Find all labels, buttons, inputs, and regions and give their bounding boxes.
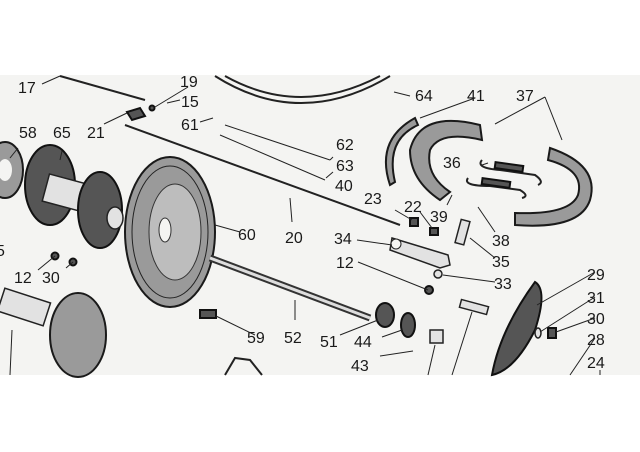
label-31: 31 (587, 290, 605, 307)
label-5: 5 (0, 243, 5, 260)
spoke-63 (219, 134, 326, 181)
label-62: 62 (336, 137, 354, 154)
spring-36-upper (479, 159, 542, 186)
part-23 (409, 217, 419, 227)
brake-shoe-41 (408, 119, 484, 202)
label-23: 23 (364, 191, 382, 208)
label-19: 19 (180, 74, 198, 91)
bolt-59 (199, 309, 217, 319)
part-number-labels: 17 19 15 21 61 58 65 62 63 40 64 41 37 3… (0, 74, 605, 375)
label-15: 15 (181, 94, 199, 111)
label-43: 43 (351, 358, 369, 375)
spring-lower-coil (480, 176, 512, 190)
label-33: 33 (494, 276, 512, 293)
axle-highlight (209, 256, 371, 320)
label-17: 17 (18, 80, 36, 97)
part-21 (125, 106, 147, 122)
spring-30-right (547, 327, 557, 339)
label-12-left: 12 (14, 270, 32, 287)
label-39: 39 (430, 209, 448, 226)
lever-hole (390, 238, 402, 250)
label-30-right: 30 (587, 311, 605, 328)
spoke-62 (224, 124, 331, 161)
label-65: 65 (53, 125, 71, 142)
part-19 (148, 104, 156, 112)
disc-58-hole (0, 159, 12, 181)
leader-lines (9, 75, 601, 376)
label-44: 44 (354, 334, 372, 351)
chain-part (224, 356, 263, 376)
label-52: 52 (284, 330, 302, 347)
label-63: 63 (336, 158, 354, 175)
wheel-rim-part (214, 75, 391, 104)
rod-17 (59, 75, 146, 101)
label-51: 51 (320, 334, 338, 351)
nut-12-mid (424, 285, 434, 295)
label-61: 61 (181, 117, 199, 134)
label-38: 38 (492, 233, 510, 250)
label-30-left: 30 (42, 270, 60, 287)
bearing-51 (375, 302, 395, 328)
wheel-rim-inner (224, 75, 381, 98)
washer-33 (433, 269, 443, 279)
brake-shoe-37 (514, 146, 593, 227)
spring-36-coil (493, 160, 525, 174)
brake-rod-20 (124, 124, 401, 226)
label-12-mid: 12 (336, 255, 354, 272)
label-29: 29 (587, 267, 605, 284)
drum-face (148, 183, 202, 281)
label-35: 35 (492, 254, 510, 271)
label-28: 28 (587, 332, 605, 349)
label-34: 34 (334, 231, 352, 248)
part-22 (429, 227, 439, 236)
hub-end (106, 206, 124, 230)
drum-center (158, 217, 172, 243)
tube-part (0, 287, 52, 327)
label-59: 59 (247, 330, 265, 347)
bushing-part (429, 329, 444, 344)
drum-groove (131, 165, 209, 299)
label-37: 37 (516, 88, 534, 105)
brake-lining-41 (384, 116, 420, 187)
pin-part (458, 298, 490, 316)
parts (0, 75, 593, 378)
label-41: 41 (467, 88, 485, 105)
label-20: 20 (285, 230, 303, 247)
label-22: 22 (404, 199, 422, 216)
label-58: 58 (19, 125, 37, 142)
label-21: 21 (87, 125, 105, 142)
label-36: 36 (443, 155, 461, 172)
label-60: 60 (238, 227, 256, 244)
cam-35 (454, 218, 471, 246)
plate-part (49, 292, 107, 378)
washer-31 (534, 327, 542, 339)
label-24: 24 (587, 355, 605, 372)
label-40: 40 (335, 178, 353, 195)
bearing-44 (400, 312, 416, 338)
hub-flange-right (77, 171, 123, 249)
label-64: 64 (415, 88, 433, 105)
cam-lever-34 (389, 237, 451, 269)
